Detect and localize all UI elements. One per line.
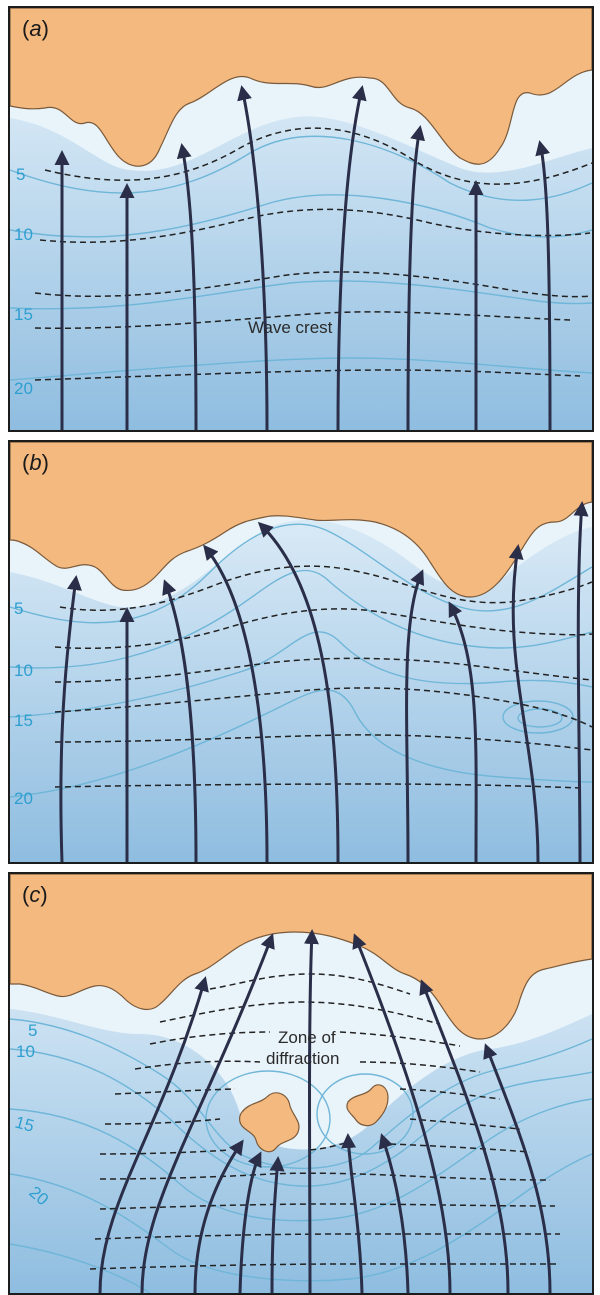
wave-ray <box>573 501 589 862</box>
wave-crest-line <box>59 565 592 611</box>
wave-crest-line <box>54 657 592 683</box>
wave-crest-line <box>134 1060 481 1073</box>
wave-ray <box>406 125 426 430</box>
island-right <box>346 1084 389 1127</box>
wave-crest-line <box>34 369 581 381</box>
panel-a-label: (a) <box>22 16 49 41</box>
wave-ray <box>59 575 82 862</box>
depth-label-10: 10 <box>16 1042 35 1061</box>
contour-20 <box>10 357 592 381</box>
wave-ray <box>176 143 198 430</box>
contour-20 <box>10 1153 592 1282</box>
wave-crest-line <box>44 127 592 185</box>
wave-crest-line <box>104 1118 521 1130</box>
wave-ray <box>483 1043 552 1293</box>
wave-crest-line <box>54 734 592 751</box>
panel-c-label: (c) <box>22 882 48 907</box>
wave-crest-line <box>159 1001 441 1025</box>
contour-5 <box>10 1018 592 1170</box>
wave-ray <box>405 569 425 862</box>
wave-ray <box>448 601 478 862</box>
wave-crest-line <box>149 1031 461 1047</box>
wave-ray <box>238 1151 262 1293</box>
contour-deep <box>10 1243 151 1293</box>
depth-label-10: 10 <box>14 661 33 680</box>
zone-of-diffraction-label-line1: Zone of <box>278 1028 336 1047</box>
wave-ray <box>257 521 340 862</box>
island-left <box>239 1092 300 1153</box>
depth-label-20: 20 <box>14 789 33 808</box>
wave-ray <box>352 933 452 1293</box>
depth-label-15: 15 <box>14 305 33 324</box>
wave-crest-line <box>34 311 571 329</box>
zone-of-diffraction-label-line2: diffraction <box>266 1049 339 1068</box>
contour-15 <box>10 1098 592 1222</box>
wave-ray <box>269 1156 285 1293</box>
contour-15 <box>10 631 592 718</box>
island-contour <box>205 1070 331 1168</box>
depth-label-15: 15 <box>13 1113 36 1136</box>
wave-crest-line <box>114 1088 501 1100</box>
depth-label-5: 5 <box>16 165 25 184</box>
depth-label-5: 5 <box>28 1021 37 1040</box>
wave-crest-line <box>54 687 592 728</box>
wave-ray <box>203 544 269 862</box>
wave-ray <box>98 976 209 1293</box>
wave-ray <box>378 1133 410 1293</box>
wave-crest-line <box>54 783 581 789</box>
wave-crest-line <box>99 1203 556 1210</box>
wave-crest-line <box>39 208 591 243</box>
wave-ray <box>193 1139 244 1293</box>
wave-crest-label: Wave crest <box>248 318 333 337</box>
wave-ray <box>162 579 198 862</box>
depth-label-5: 5 <box>14 599 23 618</box>
coastline-land <box>10 8 592 167</box>
contour-10 <box>10 194 592 238</box>
panel-a-diagram: 5 10 15 20 Wave crest <box>10 8 592 430</box>
wave-crest-line <box>99 1141 531 1155</box>
wave-ray <box>508 544 540 862</box>
panel-c-diagram: 5 10 15 20 Zone of diffraction <box>10 874 592 1293</box>
wave-ray <box>341 1133 364 1293</box>
panel-b-diagram: 5 10 15 20 <box>10 442 592 862</box>
wave-ray <box>336 85 367 430</box>
shoal-contour-outer <box>502 700 574 734</box>
wave-ray <box>535 140 552 430</box>
depth-label-20: 20 <box>14 379 33 398</box>
wave-ray <box>237 85 269 430</box>
panel-b-label: (b) <box>22 450 49 475</box>
panel-b: 5 10 15 20 (b) <box>8 440 594 864</box>
wave-ray <box>140 933 275 1293</box>
shoal-contour-inner <box>517 708 563 728</box>
coastline-land <box>10 442 592 598</box>
contour-10 <box>10 569 592 669</box>
panel-c: 5 10 15 20 Zone of diffraction (c) <box>8 872 594 1295</box>
contour-20 <box>10 689 592 798</box>
depth-label-10: 10 <box>14 225 33 244</box>
wave-crest-line <box>99 1172 551 1181</box>
depth-label-15: 15 <box>14 711 33 730</box>
wave-crest-line <box>94 1233 560 1240</box>
contour-15 <box>10 280 592 310</box>
island-contour <box>316 1073 414 1155</box>
wave-crest-line <box>54 608 592 650</box>
wave-ray <box>303 929 319 1293</box>
wave-ray <box>419 979 510 1293</box>
panel-a: 5 10 15 20 Wave crest (a) <box>8 6 594 432</box>
contour-5 <box>10 523 592 624</box>
contour-10 <box>10 1048 592 1187</box>
